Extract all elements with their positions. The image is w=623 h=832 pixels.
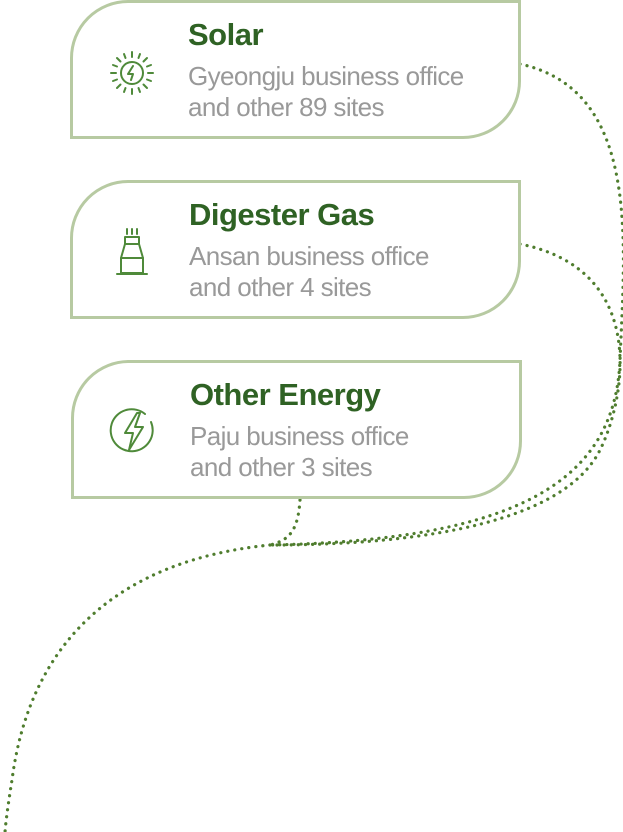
connector-solar [268,62,623,547]
site-location: Paju business office [190,421,409,451]
site-description: Ansan business office and other 4 sites [189,241,429,303]
site-card-other-energy: Other Energy Paju business office and ot… [71,360,522,499]
site-location: Gyeongju business office [188,61,464,91]
site-count: and other 89 sites [188,92,385,122]
site-description: Paju business office and other 3 sites [190,421,409,483]
site-location: Ansan business office [189,241,429,271]
lightning-circle-icon [107,405,159,457]
site-count: and other 3 sites [190,452,373,482]
site-description: Gyeongju business office and other 89 si… [188,61,464,123]
site-title: Solar [188,17,264,52]
connector-main [3,543,272,832]
digester-tower-icon [106,227,158,279]
sun-bolt-icon [106,47,158,99]
site-title: Other Energy [190,377,381,412]
connector-digester [268,242,622,547]
site-card-digester-gas: Digester Gas Ansan business office and o… [70,180,521,319]
site-title: Digester Gas [189,197,375,232]
site-count: and other 4 sites [189,272,372,302]
connector-other [268,498,302,547]
site-card-solar: Solar Gyeongju business office and other… [70,0,521,139]
